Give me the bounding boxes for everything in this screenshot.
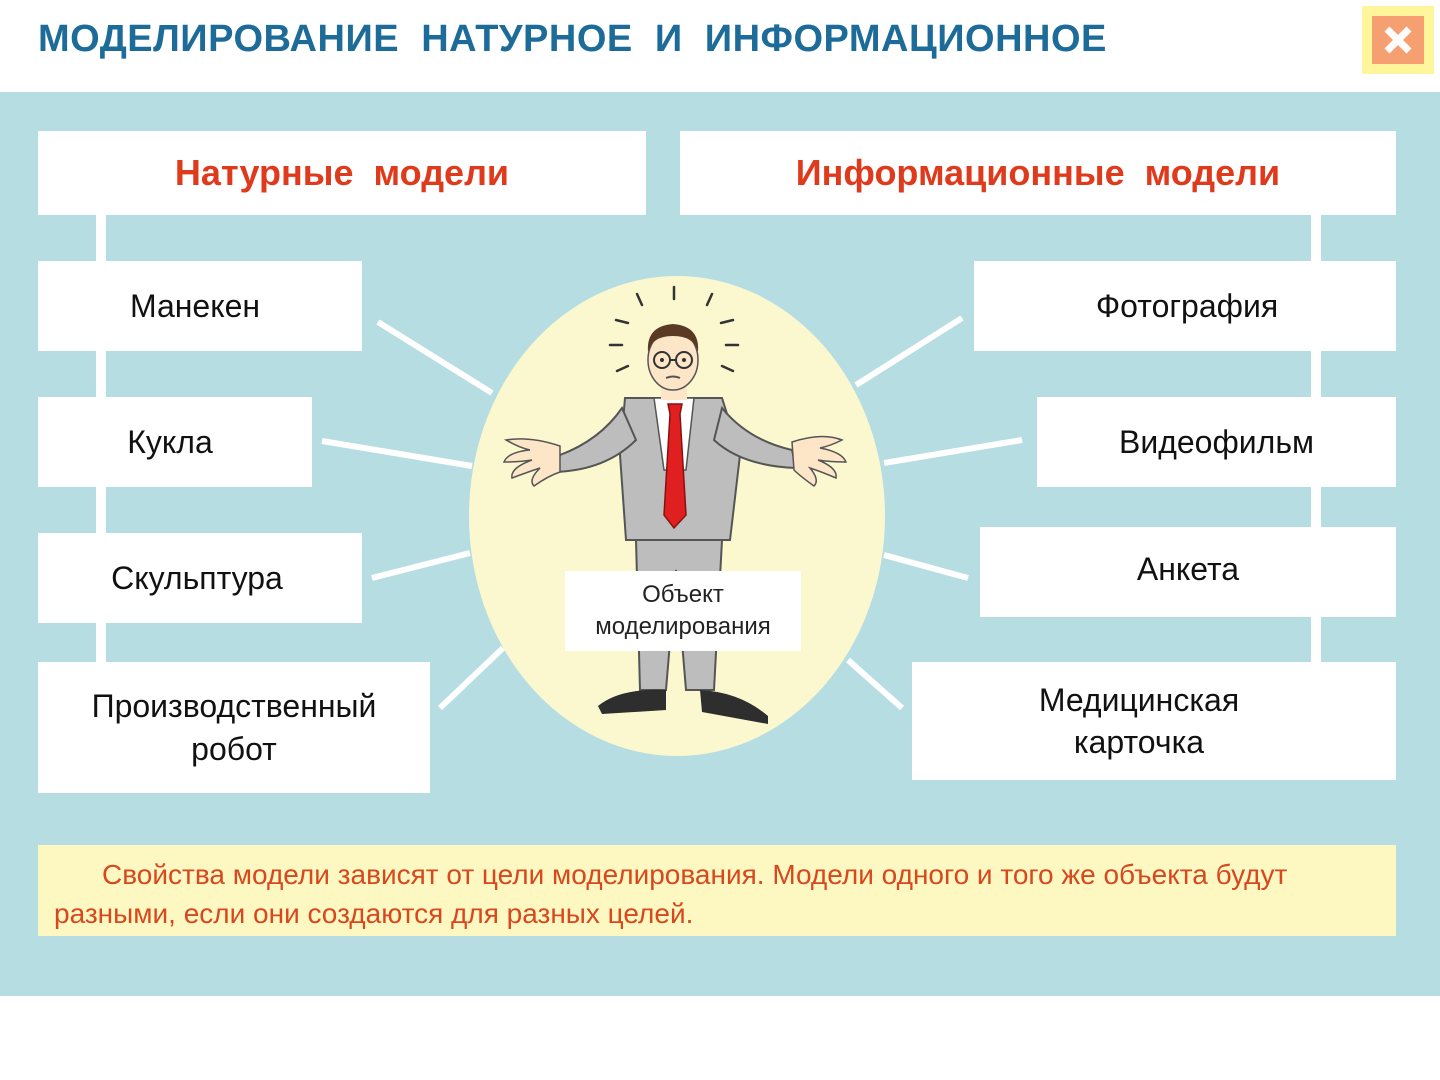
close-button[interactable] — [1362, 6, 1434, 74]
info-item-video: Видеофильм — [1037, 397, 1396, 487]
info-item-photo: Фотография — [974, 261, 1396, 351]
natural-models-header: Натурные модели — [38, 131, 646, 215]
natural-item-robot: Производственный робот — [38, 662, 430, 793]
arrows-left — [321, 319, 506, 711]
natural-item-sculpture: Скульптура — [38, 533, 362, 623]
info-models-header: Информационные модели — [680, 131, 1396, 215]
natural-item-doll: Кукла — [38, 397, 312, 487]
info-item-medical-card: Медицинская карточка — [912, 662, 1396, 780]
note-text: Свойства модели зависят от цели моделиро… — [38, 845, 1396, 936]
close-x-icon[interactable] — [1372, 16, 1424, 64]
natural-item-mannequin: Манекен — [38, 261, 362, 351]
arrows-right — [846, 315, 1023, 711]
info-item-survey: Анкета — [980, 527, 1396, 617]
modeling-object-label: Объект моделирования — [565, 571, 801, 651]
page-title: МОДЕЛИРОВАНИЕ НАТУРНОЕ И ИНФОРМАЦИОННОЕ — [38, 18, 1107, 60]
